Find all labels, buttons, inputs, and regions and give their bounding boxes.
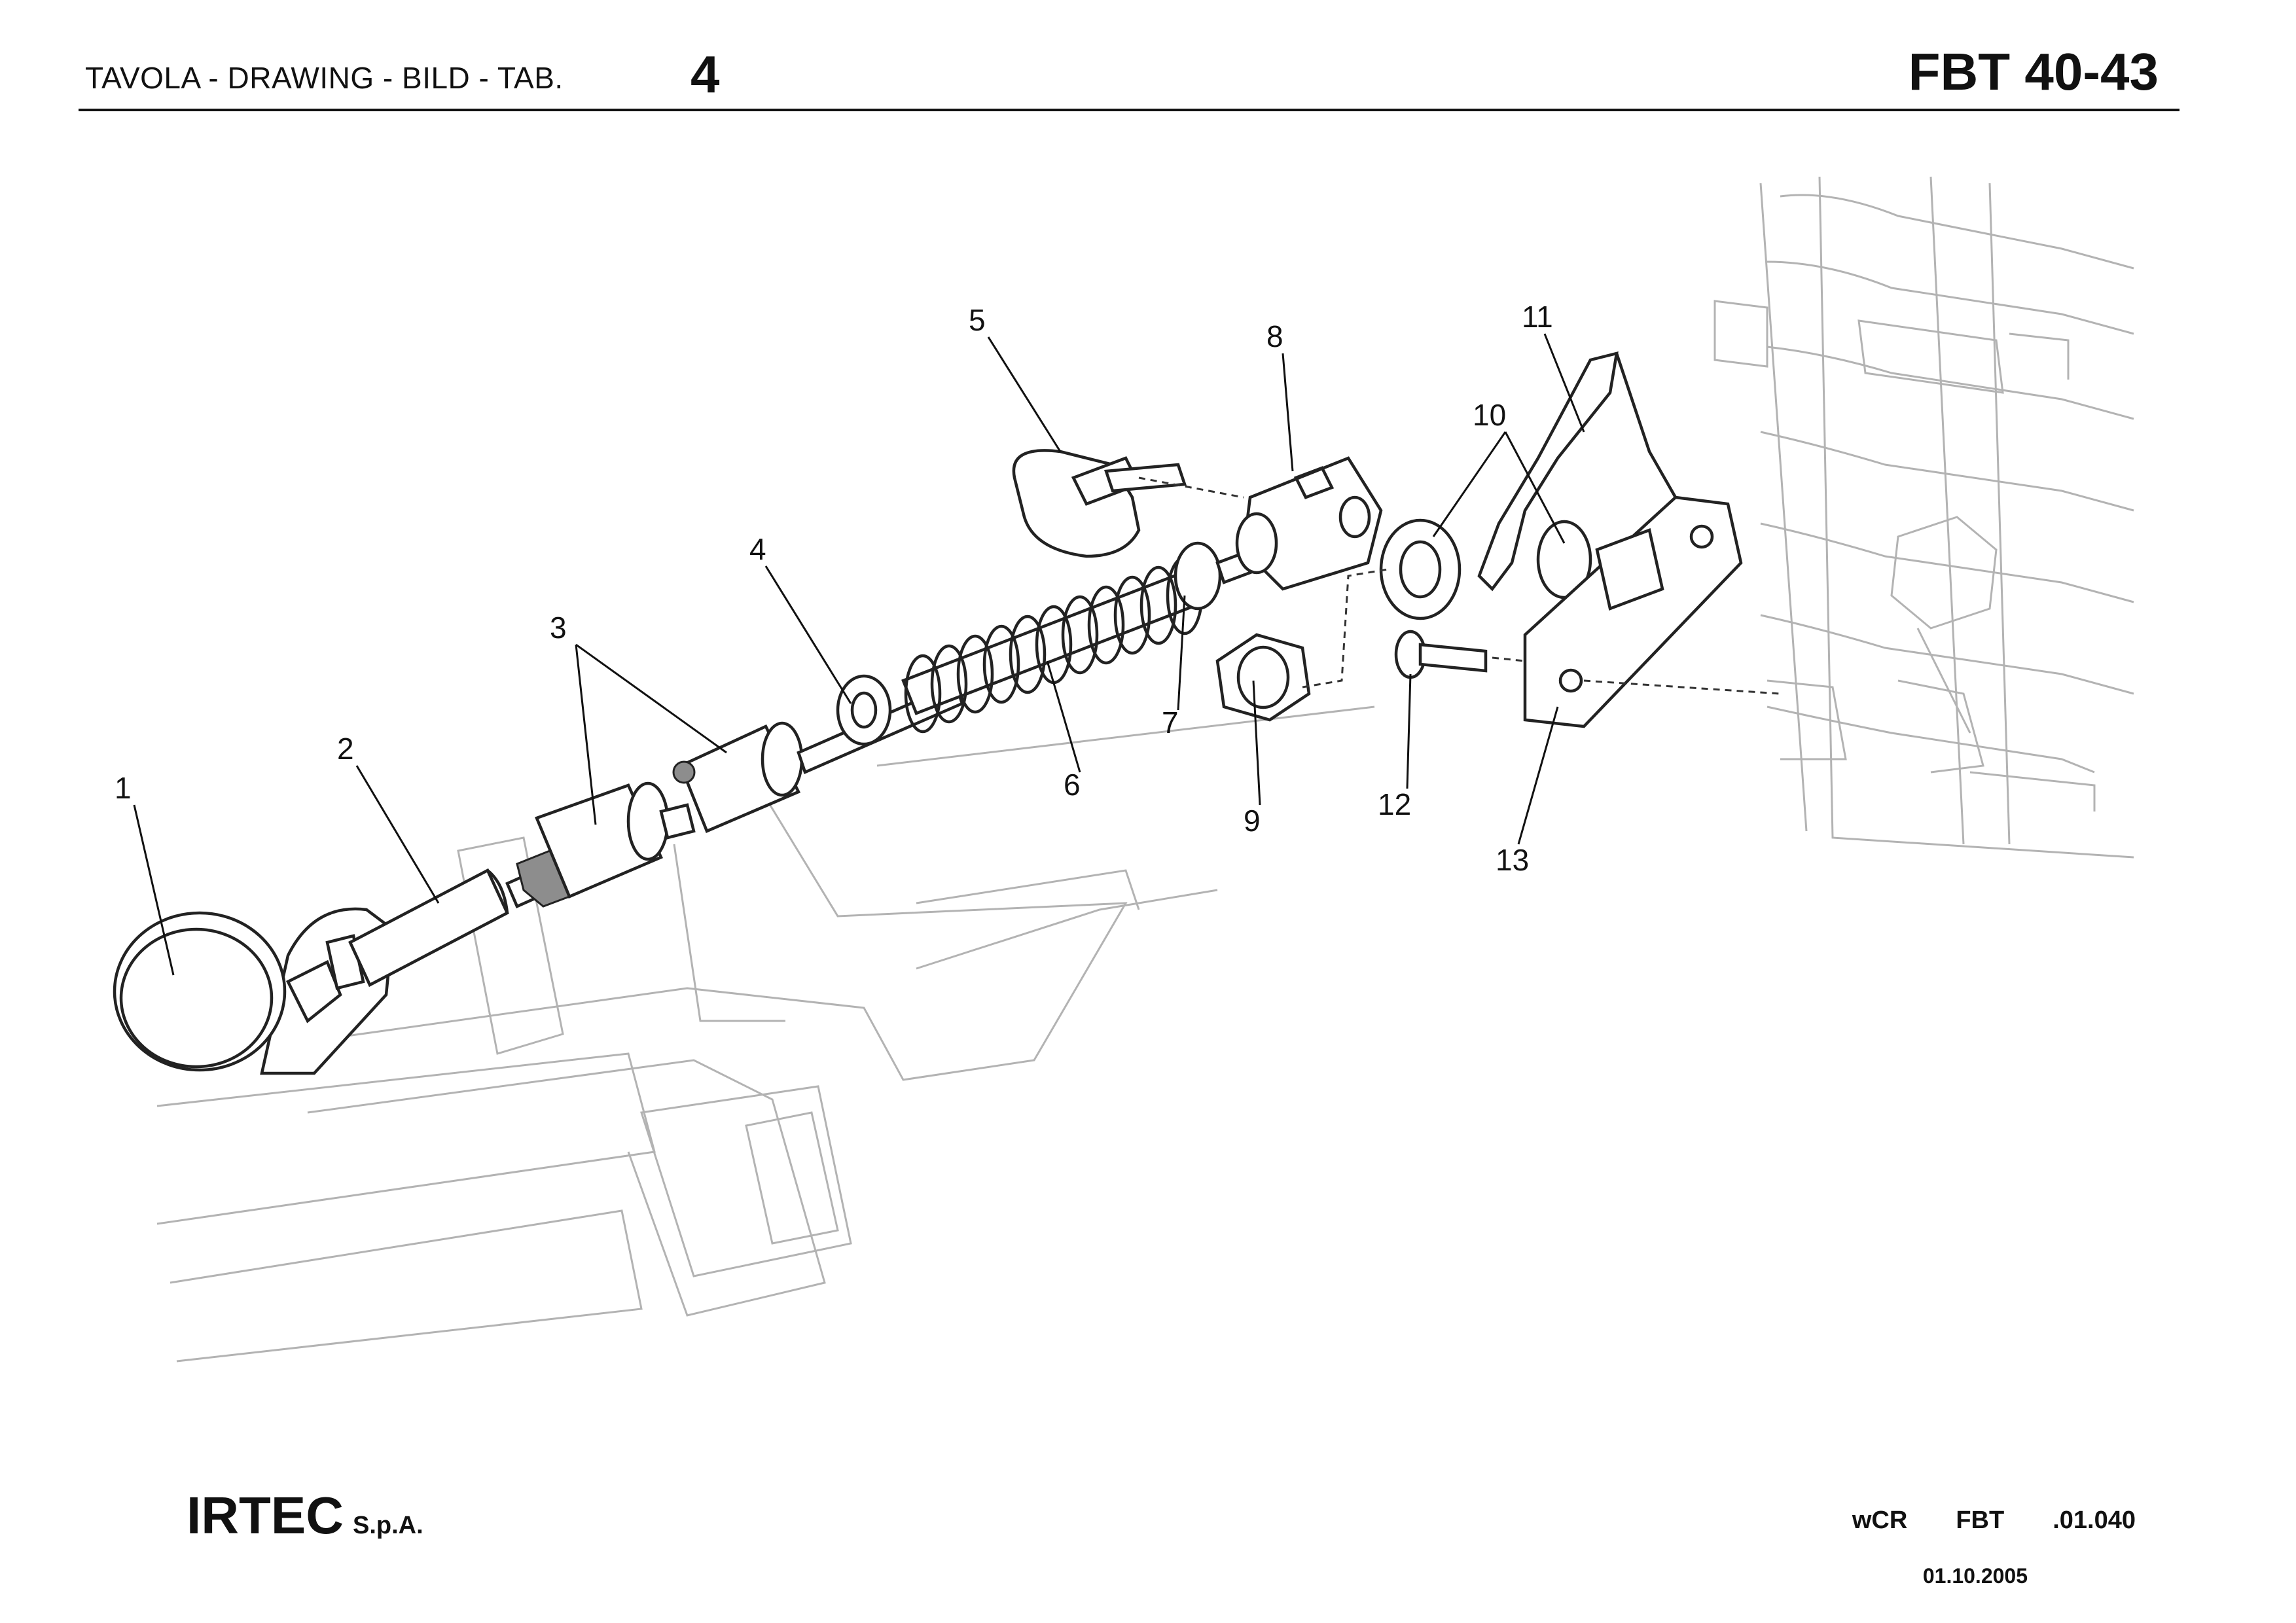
assembly-lines	[1138, 476, 1781, 695]
part-11-lever	[1477, 351, 1677, 592]
part-5-clip	[1012, 449, 1187, 558]
code-part-1: wCR	[1852, 1507, 1908, 1534]
company-suffix: S.p.A.	[353, 1512, 423, 1539]
part-8-clevis	[1235, 456, 1383, 591]
callout-1: 1	[115, 771, 132, 805]
part-12-screw	[1394, 630, 1488, 679]
part-13-plate	[1523, 495, 1743, 728]
callout-8: 8	[1266, 319, 1283, 353]
part-3-couplings	[516, 721, 804, 908]
revision-date: 01.10.2005	[1922, 1564, 2028, 1588]
engine-block	[1713, 176, 2134, 859]
code-part-2: FBT	[1956, 1507, 2005, 1534]
part-10-washers	[1379, 518, 1592, 620]
callout-12: 12	[1378, 787, 1411, 821]
header-rule	[79, 109, 2179, 111]
code-part-3: .01.040	[2053, 1507, 2136, 1534]
callout-4: 4	[749, 532, 766, 566]
callout-9: 9	[1244, 804, 1261, 838]
drawing-code: wCR FBT .01.040	[1852, 1507, 2136, 1535]
company-brand: IRTEC S.p.A.	[187, 1486, 423, 1546]
part-4-washer	[836, 674, 892, 746]
header-label: TAVOLA - DRAWING - BILD - TAB.	[85, 61, 564, 95]
callout-10: 10	[1473, 398, 1506, 432]
callout-labels: 1 2 3 4 5 6 7 8 9 10 11 12 13	[115, 300, 1585, 976]
company-name: IRTEC	[187, 1486, 344, 1544]
callout-5: 5	[969, 303, 986, 337]
callout-6: 6	[1064, 768, 1081, 802]
callout-3: 3	[550, 611, 567, 645]
part-1-knob	[113, 907, 395, 1075]
callout-13: 13	[1496, 843, 1529, 877]
part-2-rod	[348, 868, 548, 988]
part-9-nut	[1215, 633, 1311, 722]
model-code: FBT 40-43	[1908, 43, 2159, 101]
background-frame	[156, 705, 1375, 1363]
callout-11: 11	[1522, 300, 1553, 334]
table-number: 4	[691, 45, 720, 103]
callout-2: 2	[337, 732, 354, 766]
callout-7: 7	[1162, 705, 1179, 740]
